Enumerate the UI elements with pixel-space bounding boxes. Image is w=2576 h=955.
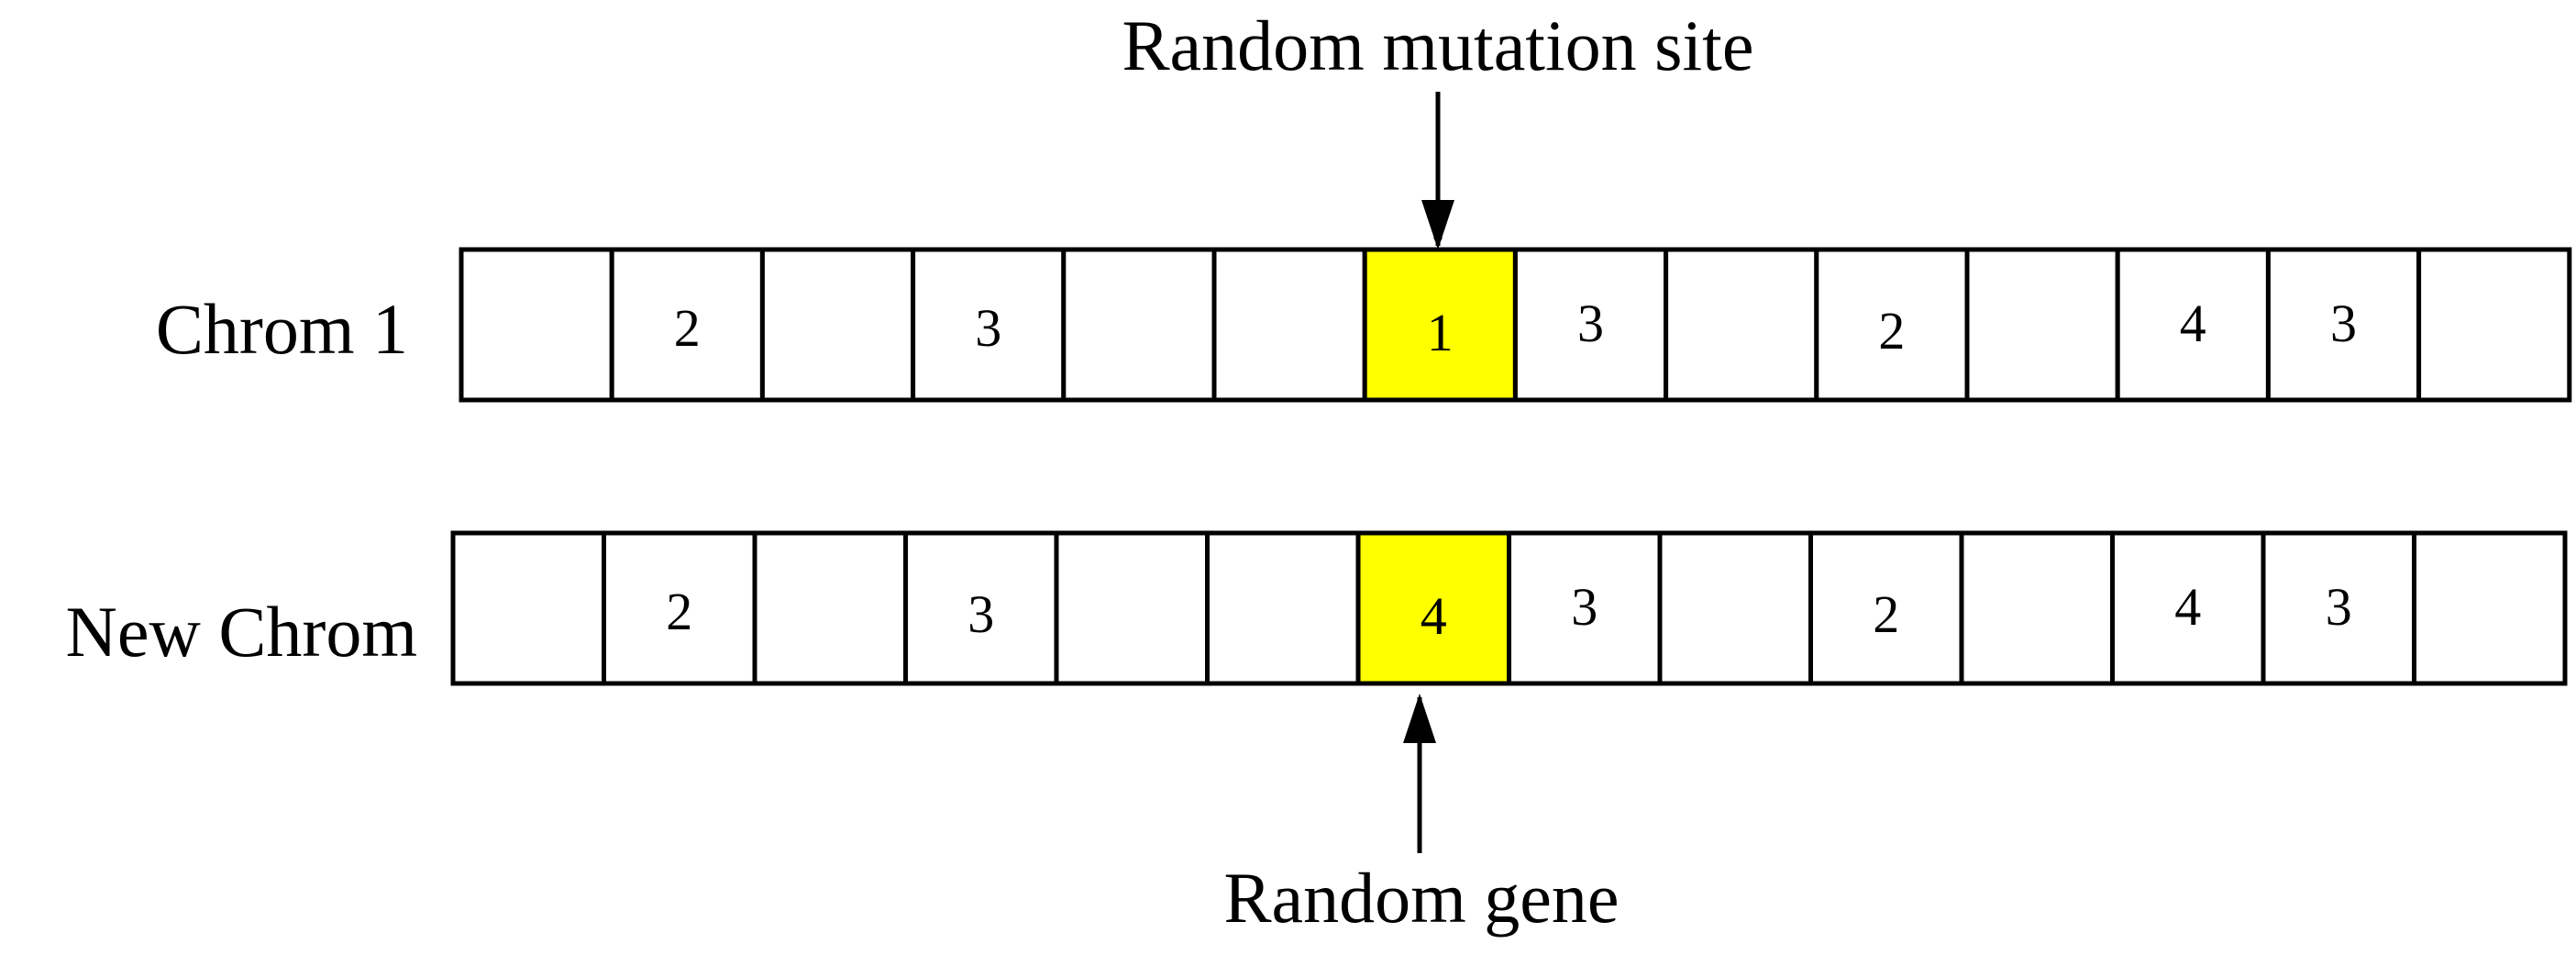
gene-value: 4 [1421, 586, 1447, 646]
gene-cell [2412, 530, 2568, 686]
gene-cell [2110, 530, 2266, 686]
gene-cell [1959, 530, 2115, 686]
gene-cell [911, 247, 1067, 403]
gene-value: 4 [2174, 577, 2201, 637]
gene-cell [1964, 247, 2120, 403]
highlighted-gene-cell [1362, 247, 1518, 403]
gene-cell [752, 530, 908, 686]
gene-cell [759, 247, 916, 403]
gene-cell [602, 530, 757, 686]
gene-cell [1061, 247, 1217, 403]
gene-cell [609, 247, 765, 403]
gene-value: 2 [1873, 584, 1899, 644]
random-gene-arrowhead [1403, 694, 1436, 743]
gene-cell [1205, 530, 1361, 686]
gene-value: 2 [674, 298, 701, 358]
mutation-site-arrowhead [1421, 200, 1454, 250]
gene-value: 4 [2180, 294, 2206, 353]
gene-cell [2416, 247, 2572, 403]
gene-value: 3 [1577, 294, 1604, 353]
gene-value: 3 [967, 584, 994, 644]
gene-cell [2261, 530, 2416, 686]
random-gene-label: Random gene [1223, 858, 1619, 938]
gene-value: 3 [1571, 577, 1598, 637]
chrom-1-label: Chrom 1 [156, 289, 408, 369]
random-mutation-site-label: Random mutation site [1122, 6, 1754, 85]
gene-cell [459, 247, 614, 403]
gene-cell [1657, 530, 1813, 686]
highlighted-gene-cell [1355, 530, 1511, 686]
gene-cell [1054, 530, 1210, 686]
new-chrom-row: 2 3 4 3 2 4 3 [450, 530, 2568, 686]
gene-cell [1808, 530, 1964, 686]
gene-value: 3 [2330, 294, 2357, 353]
gene-cell [903, 530, 1059, 686]
gene-cell [2265, 247, 2422, 403]
gene-cell [1664, 247, 1819, 403]
gene-cell [1211, 247, 1367, 403]
gene-value: 3 [2326, 577, 2352, 637]
gene-value: 2 [1878, 301, 1905, 361]
gene-value: 3 [975, 298, 1001, 358]
gene-cell [2115, 247, 2271, 403]
new-chrom-label: New Chrom [66, 592, 417, 672]
chrom-1-row: 2 3 1 3 2 4 3 [459, 247, 2572, 403]
gene-value: 2 [666, 582, 692, 641]
gene-cell [1814, 247, 1970, 403]
gene-value: 1 [1427, 303, 1454, 362]
gene-cell [450, 530, 606, 686]
